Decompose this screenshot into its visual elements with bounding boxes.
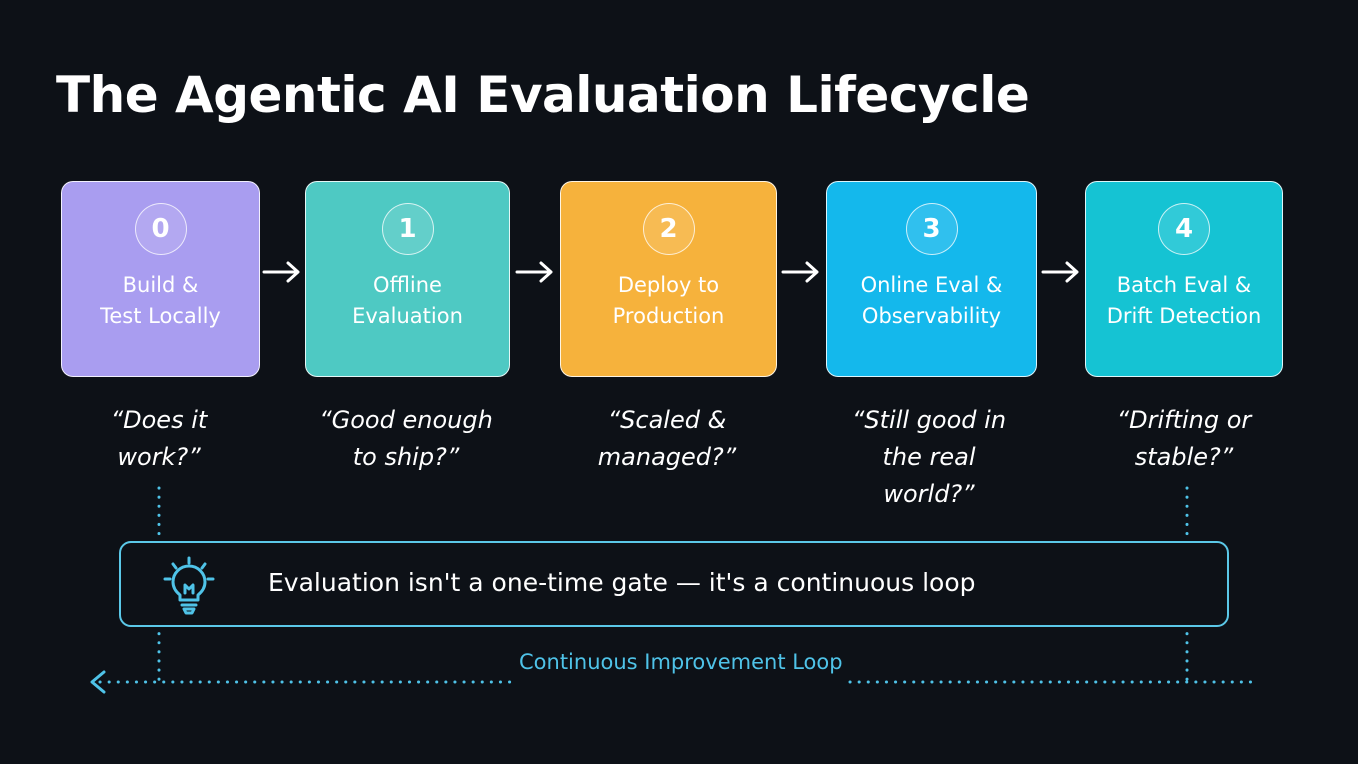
loop-arrowhead-icon <box>90 670 106 694</box>
stage-label: Offline Evaluation <box>352 273 463 328</box>
arrow-right-icon <box>1041 261 1079 283</box>
stage-card-deploy: 2 Deploy to Production <box>560 181 777 377</box>
arrow-right-icon <box>515 261 553 283</box>
arrow-right-icon <box>781 261 819 283</box>
stage-card-build: 0 Build & Test Locally <box>61 181 260 377</box>
stage-label: Batch Eval & Drift Detection <box>1106 273 1262 328</box>
stage-question: “Scaled & managed?” <box>597 406 737 471</box>
stage-label: Build & Test Locally <box>100 273 221 328</box>
stage-card-offline-eval: 1 Offline Evaluation <box>305 181 510 377</box>
stage-number-badge: 2 <box>642 203 695 255</box>
stage-number-badge: 0 <box>134 203 187 255</box>
continuous-loop-banner: Evaluation isn't a one-time gate — it's … <box>119 541 1229 627</box>
stage-question: “Drifting or stable?” <box>1116 406 1252 471</box>
banner-message: Evaluation isn't a one-time gate — it's … <box>268 568 976 597</box>
stage-label: Online Eval & Observability <box>860 273 1003 328</box>
stage-number-badge: 1 <box>381 203 434 255</box>
loop-label: Continuous Improvement Loop <box>519 650 843 674</box>
stage-card-online-eval: 3 Online Eval & Observability <box>826 181 1037 377</box>
stage-card-batch-eval: 4 Batch Eval & Drift Detection <box>1085 181 1283 377</box>
stage-number-badge: 4 <box>1158 203 1210 255</box>
stage-question: “Good enough to ship?” <box>319 406 493 471</box>
page-title: The Agentic AI Evaluation Lifecycle <box>56 66 1030 124</box>
stage-number-badge: 3 <box>905 203 958 255</box>
stage-question: “Still good in the real world?” <box>851 406 1007 508</box>
arrow-right-icon <box>262 261 300 283</box>
lightbulb-icon <box>163 556 215 615</box>
stage-label: Deploy to Production <box>612 273 725 328</box>
stage-question: “Does it work?” <box>110 406 208 471</box>
